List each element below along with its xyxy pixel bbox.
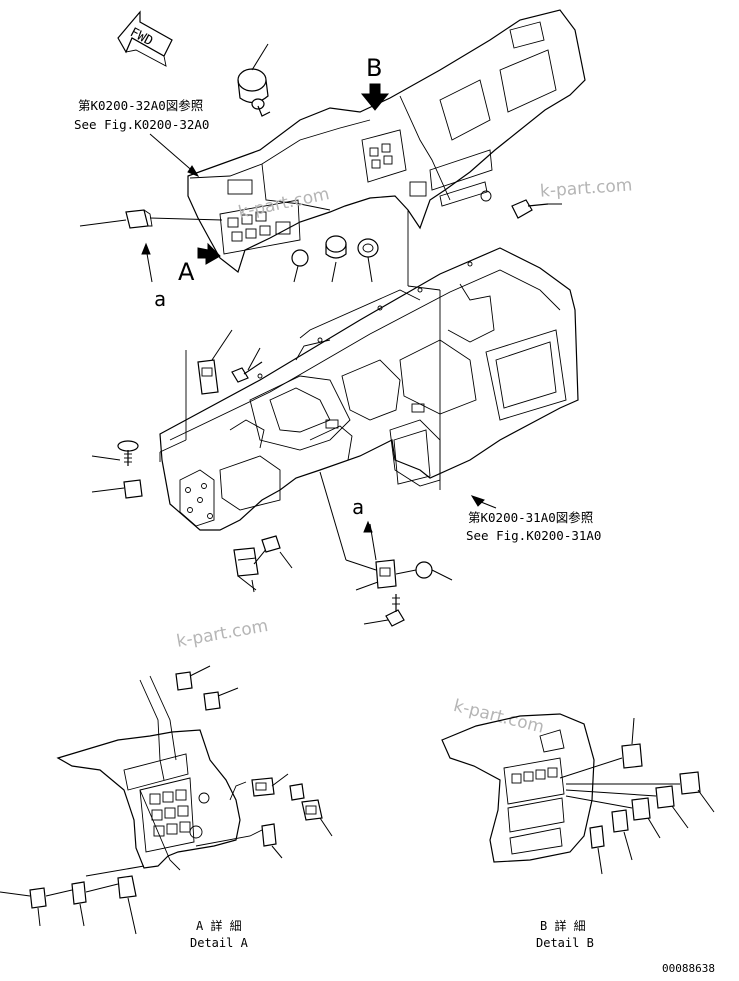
ref-upper-en: See Fig.K0200-32A0 [74, 117, 209, 132]
callout-a-upper-label: a [154, 287, 166, 311]
lighter-knob [325, 235, 347, 283]
bolt-left-upper [231, 347, 263, 383]
screw-middle [363, 594, 405, 627]
view-a-arrow: A [178, 242, 221, 286]
key-switch [237, 43, 271, 117]
watermark-3: k-part.com [175, 616, 270, 652]
detail-a-view [56, 675, 267, 871]
watermark-2: k-part.com [539, 175, 633, 201]
bolt-left [91, 440, 139, 466]
clip-left [91, 479, 143, 499]
detail-b-parts [559, 717, 715, 875]
switch-connector-upper-left [79, 209, 223, 229]
relay-connector-lower-left [233, 535, 293, 593]
ref-upper: 第K0200-32A0図参照 See Fig.K0200-32A0 [74, 98, 209, 178]
ref-upper-jp: 第K0200-32A0図参照 [78, 98, 203, 113]
ref-lower: 第K0200-31A0図参照 See Fig.K0200-31A0 [466, 495, 601, 543]
upper-dashboard-panel [187, 9, 586, 274]
dome-cap [291, 249, 309, 283]
dashboard-frame [159, 247, 579, 531]
watermark-4: k-part.com [451, 696, 546, 738]
callout-a-upper: a [141, 242, 166, 311]
clip-connector-left-upper [197, 329, 233, 395]
view-b-label: B [366, 54, 382, 82]
detail-b-title-jp: B 詳 細 [540, 918, 586, 933]
detail-a-parts [0, 665, 333, 935]
detail-a-title-en: Detail A [190, 936, 249, 950]
screw-upper-right [511, 199, 562, 219]
fwd-arrow-icon: FWD [117, 10, 173, 67]
socket-ring [357, 238, 379, 283]
callout-a-lower-label: a [352, 495, 364, 519]
connector-middle [319, 471, 453, 591]
detail-a-title-jp: A 詳 細 [196, 918, 242, 933]
watermark-1: k-part.com [237, 184, 332, 223]
drawing-number: 00088638 [662, 962, 715, 975]
callout-a-lower: a [352, 495, 377, 561]
detail-b-view [441, 713, 595, 863]
view-a-label: A [178, 258, 195, 286]
ref-lower-en: See Fig.K0200-31A0 [466, 528, 601, 543]
view-b-arrow: B [360, 54, 390, 111]
ref-lower-jp: 第K0200-31A0図参照 [468, 510, 593, 525]
detail-b-title-en: Detail B [536, 936, 594, 950]
